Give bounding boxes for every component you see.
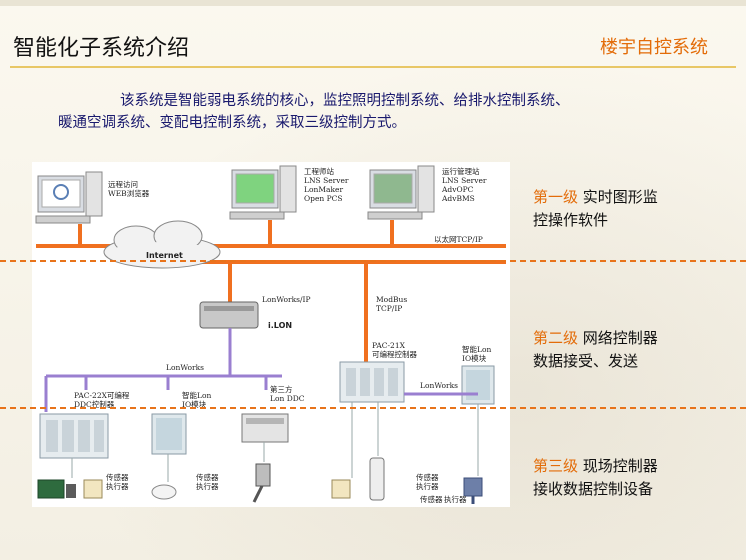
intro-line-2: 暖通空调系统、变配电控制系统，采取三级控制方式。 bbox=[58, 115, 406, 131]
third-party-label-1: 第三方 bbox=[270, 384, 293, 394]
title-divider bbox=[10, 66, 736, 68]
ws-engineer-label-2: LNS Server bbox=[304, 176, 349, 185]
lonworks-ip-label: LonWorks/IP bbox=[262, 295, 311, 304]
ws-operation-label-1: 运行管理站 bbox=[442, 166, 480, 176]
intro-paragraph: 该系统是智能弱电系统的核心，监控照明控制系统、给排水控制系统、 暖通空调系统、变… bbox=[58, 90, 698, 134]
sensor-label-2b: 执行器 bbox=[196, 481, 219, 491]
sensor-label-2a: 传感器 bbox=[196, 472, 219, 482]
network-diagram: 远程访问 WEB浏览器 工程师站 LNS Server LonMaker Ope… bbox=[32, 162, 510, 507]
network-diagram-svg: 远程访问 WEB浏览器 工程师站 LNS Server LonMaker Ope… bbox=[35, 165, 506, 504]
level-1-line-2: 控操作软件 bbox=[533, 211, 609, 229]
lonworks-left-label: LonWorks bbox=[166, 363, 204, 372]
lon-io-right-label-1: 智能Lon bbox=[462, 344, 491, 354]
header-strip bbox=[0, 0, 746, 6]
smoke-detector-icon bbox=[151, 484, 177, 500]
modbus-label-1: ModBus bbox=[376, 295, 407, 304]
sensor-label-3b: 执行器 bbox=[416, 481, 439, 491]
level-1-description: 第一级 实时图形监 控操作软件 bbox=[533, 186, 658, 232]
lon-io-left-label-1: 智能Lon bbox=[182, 390, 211, 400]
ws-engineer-label-3: LonMaker bbox=[304, 185, 343, 194]
sensor-label-4a: 传感器 bbox=[420, 494, 443, 504]
sensor-label-1a: 传感器 bbox=[106, 472, 129, 482]
pac22x-cabinet bbox=[39, 413, 109, 459]
valve-icon bbox=[463, 477, 483, 504]
lon-io-module-right: 智能Lon IO模块 bbox=[461, 344, 495, 405]
level-2-description: 第二级 网络控制器 数据接受、发送 bbox=[533, 327, 658, 373]
ws-engineer-label-1: 工程师站 bbox=[304, 166, 334, 176]
water-heater-icon bbox=[369, 457, 385, 501]
level-2-line-1: 网络控制器 bbox=[582, 329, 658, 347]
sensor-box-icon bbox=[83, 479, 103, 499]
ws-operation-label-2: LNS Server bbox=[442, 176, 487, 185]
lon-io-module-left bbox=[151, 413, 187, 455]
field-wires bbox=[71, 402, 479, 482]
sensor-box-icon-2 bbox=[331, 479, 351, 499]
level-divider-2 bbox=[0, 407, 746, 409]
ilon-router: LonWorks/IP i.LON bbox=[199, 295, 311, 330]
ws-operation-label-4: AdvBMS bbox=[441, 194, 475, 203]
workstation-remote: 远程访问 WEB浏览器 bbox=[35, 171, 150, 224]
level-2-tag: 第二级 bbox=[533, 329, 579, 347]
ws-operation-label-3: AdvOPC bbox=[441, 185, 474, 194]
level-3-line-2: 接收数据控制设备 bbox=[533, 480, 654, 498]
lon-io-left-label-2: IO模块 bbox=[182, 399, 207, 409]
modbus-label-2: TCP/IP bbox=[376, 304, 402, 313]
lon-io-right-label-2: IO模块 bbox=[462, 353, 487, 363]
pac21x-controller: PAC-21X 可编程控制器 bbox=[339, 341, 417, 403]
intro-line-1: 该系统是智能弱电系统的核心，监控照明控制系统、给排水控制系统、 bbox=[120, 93, 570, 109]
pac21x-label-1: PAC-21X bbox=[372, 341, 406, 350]
level-1-tag: 第一级 bbox=[533, 188, 579, 206]
ethernet-label: 以太网TCP/IP bbox=[434, 234, 483, 244]
level-1-line-1: 实时图形监 bbox=[582, 188, 658, 206]
level-divider-1 bbox=[0, 260, 746, 262]
level-3-tag: 第三级 bbox=[533, 457, 579, 475]
level-2-line-2: 数据接受、发送 bbox=[533, 352, 639, 370]
section-tag: 楼宇自控系统 bbox=[600, 37, 708, 58]
workstation-engineer: 工程师站 LNS Server LonMaker Open PCS bbox=[229, 165, 349, 220]
ethernet-links bbox=[78, 220, 394, 362]
slide-title: 智能化子系统介绍 bbox=[13, 36, 190, 61]
pac22x-label-2: DDC控制器 bbox=[74, 399, 115, 409]
generator-icon bbox=[37, 479, 76, 499]
level-3-description: 第三级 现场控制器 接收数据控制设备 bbox=[533, 455, 658, 501]
third-party-ddc bbox=[241, 413, 289, 443]
ws-engineer-label-4: Open PCS bbox=[304, 194, 343, 203]
sensor-label-3a: 传感器 bbox=[416, 472, 439, 482]
ws-remote-label-1: 远程访问 bbox=[108, 179, 138, 189]
lonworks-right-label: LonWorks bbox=[420, 381, 458, 390]
magnifier-icon bbox=[53, 184, 69, 200]
valve-actuator-icon bbox=[252, 463, 271, 503]
pac21x-label-2: 可编程控制器 bbox=[372, 349, 417, 359]
sensor-label-4b: 执行器 bbox=[444, 494, 467, 504]
ilon-label: i.LON bbox=[268, 321, 292, 330]
ws-remote-label-2: WEB浏览器 bbox=[108, 188, 150, 198]
pac22x-label-1: PAC-22X可编程 bbox=[74, 390, 130, 400]
third-party-label-2: Lon DDC bbox=[270, 394, 305, 403]
level-3-line-1: 现场控制器 bbox=[582, 457, 658, 475]
workstation-operation: 运行管理站 LNS Server AdvOPC AdvBMS bbox=[367, 165, 487, 220]
lon-bus-drops bbox=[44, 376, 268, 412]
internet-label: Internet bbox=[146, 251, 183, 260]
sensor-label-1b: 执行器 bbox=[106, 481, 129, 491]
